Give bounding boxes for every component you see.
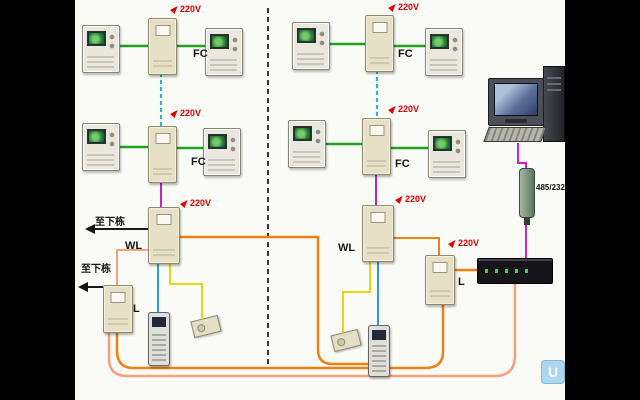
fc-label: FC <box>193 48 208 60</box>
power-label: 220V <box>388 104 420 114</box>
monitor-screen <box>210 34 229 49</box>
power-label: 220V <box>388 2 420 12</box>
wall-unit-box <box>362 205 394 262</box>
wire-yellow-right-module <box>342 260 371 332</box>
line-unit-box <box>425 255 455 305</box>
power-label-text: 220V <box>180 4 202 14</box>
power-label-text: 220V <box>458 238 480 248</box>
wiring-layer <box>87 8 527 378</box>
brand-logo-letter: U <box>547 364 559 380</box>
wire-orange-bottom-loop <box>115 303 445 370</box>
wl-label: WL <box>338 242 356 254</box>
floor-controller-box <box>365 15 394 72</box>
power-label-text: 220V <box>190 198 212 208</box>
monitor-screen <box>87 31 106 46</box>
power-arrow-icon <box>448 238 458 248</box>
floor-controller-box <box>362 118 391 175</box>
indoor-monitor <box>82 123 120 171</box>
power-label: 220V <box>170 108 202 118</box>
fc-label: FC <box>395 158 410 170</box>
l-label: L <box>458 276 465 288</box>
power-arrow-icon <box>170 108 180 118</box>
monitor-screen <box>430 34 449 49</box>
wire-orange-left-riser-feed <box>178 235 375 366</box>
indoor-monitor <box>292 22 330 70</box>
monitor-screen <box>433 136 452 151</box>
to-next-building-label: 至下栋 <box>81 264 111 275</box>
line-unit-box <box>103 285 133 333</box>
power-label-text: 220V <box>398 104 420 114</box>
monitor-screen <box>293 126 312 141</box>
power-arrow-icon <box>388 2 398 12</box>
wall-unit-box <box>148 207 180 264</box>
pc-keyboard <box>483 127 547 142</box>
fc-label: FC <box>398 48 413 60</box>
monitor-screen <box>208 134 227 149</box>
power-arrow-icon <box>180 198 190 208</box>
power-label-text: 220V <box>180 108 202 118</box>
indoor-monitor <box>82 25 120 73</box>
converter-label: 485/232 <box>536 183 565 192</box>
to-next-building-label: 至下栋 <box>95 217 125 228</box>
indoor-monitor <box>425 28 463 76</box>
power-arrow-icon <box>388 104 398 114</box>
door-station-handset <box>148 312 170 366</box>
pc-tower <box>543 66 565 142</box>
pc-monitor <box>488 78 544 126</box>
rs485-232-converter <box>519 168 535 218</box>
power-label: 220V <box>395 194 427 204</box>
network-hub <box>477 258 553 284</box>
power-label-text: 220V <box>398 2 420 12</box>
wire-yellow-left-module <box>169 262 203 318</box>
l-label: L <box>133 303 140 315</box>
power-arrow-icon <box>395 194 405 204</box>
intercom-wiring-diagram: U 220V 220V 220V 220V 220V 220V 220V FC … <box>75 0 565 400</box>
power-arrow-icon <box>170 4 180 14</box>
wire-magenta-pc-converter <box>517 143 527 168</box>
indoor-monitor <box>288 120 326 168</box>
brand-logo: U <box>541 360 565 384</box>
indoor-monitor <box>203 128 241 176</box>
power-label: 220V <box>170 4 202 14</box>
indoor-monitor <box>428 130 466 178</box>
monitor-screen <box>87 129 106 144</box>
door-station-handset <box>368 325 390 377</box>
wire-salmon-left-wl-l <box>116 249 148 285</box>
monitor-screen <box>297 28 316 43</box>
indoor-monitor <box>205 28 243 76</box>
floor-controller-box <box>148 18 177 75</box>
left-arrow-icon <box>85 224 95 234</box>
power-label-text: 220V <box>405 194 427 204</box>
floor-controller-box <box>148 126 177 183</box>
power-label: 220V <box>448 238 480 248</box>
fc-label: FC <box>191 156 206 168</box>
left-arrow-icon <box>78 282 88 292</box>
wire-salmon-bottom-loop <box>107 282 517 378</box>
power-label: 220V <box>180 198 212 208</box>
wire-orange-right-wl-l <box>392 237 440 255</box>
wl-label: WL <box>125 240 143 252</box>
